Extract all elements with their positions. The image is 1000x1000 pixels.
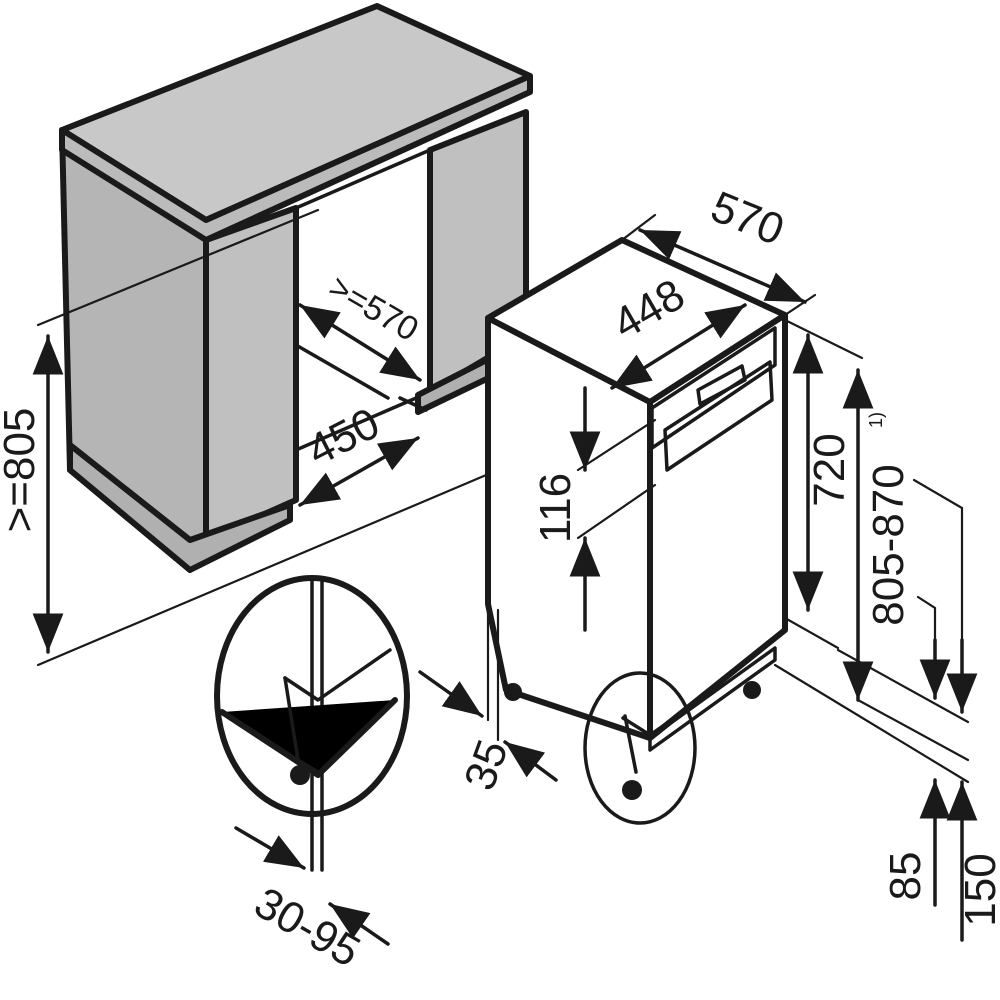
plinth-max-label: 150 xyxy=(956,853,1000,926)
plinth-adjust-dimension-right xyxy=(328,902,390,946)
plinth-adjust-dimension-left xyxy=(234,826,306,870)
plinth-min-label: 85 xyxy=(881,852,930,901)
niche-depth-dimension xyxy=(298,303,422,382)
toe-kick-dimension-right xyxy=(503,740,558,782)
countertop-edge xyxy=(59,73,533,243)
toe-kick-dimension-left xyxy=(418,670,484,718)
niche-height-label: >=805 xyxy=(0,408,44,533)
width-dimension xyxy=(610,303,747,390)
body-height-label: 720 xyxy=(805,433,854,506)
plinth-adjust-label: 30-95 xyxy=(246,878,368,977)
dishwasher-base xyxy=(648,646,777,752)
detail-magnifier xyxy=(214,575,410,872)
panel-height-label: 116 xyxy=(531,473,580,543)
depth-label: 570 xyxy=(704,182,790,255)
niche-depth-label: >=570 xyxy=(322,268,425,349)
detail-marker-circle xyxy=(583,671,697,825)
kitchen-cabinet xyxy=(59,3,533,573)
total-height-label: 805-870 xyxy=(864,464,913,625)
depth-dimension xyxy=(638,228,807,304)
cabinet-left-front xyxy=(203,205,299,543)
footnote-mark: 1) xyxy=(866,412,886,428)
niche-width-dimension xyxy=(298,436,420,507)
cabinet-left-plinth xyxy=(67,442,293,573)
